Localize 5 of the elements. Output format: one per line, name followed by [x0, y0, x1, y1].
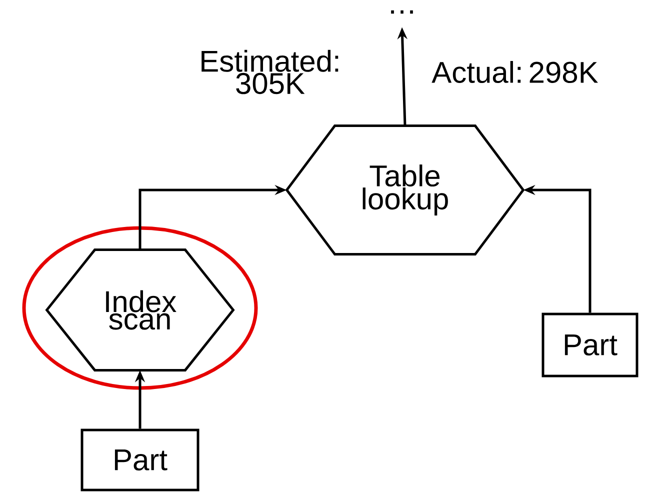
estimate-label: Estimated: 305K [202, 50, 338, 94]
part-box: Part [80, 428, 200, 492]
ellipsis-text: … [391, 10, 413, 14]
part-box: Part [542, 312, 638, 378]
estimate-label: Actual: 298K [432, 60, 598, 84]
